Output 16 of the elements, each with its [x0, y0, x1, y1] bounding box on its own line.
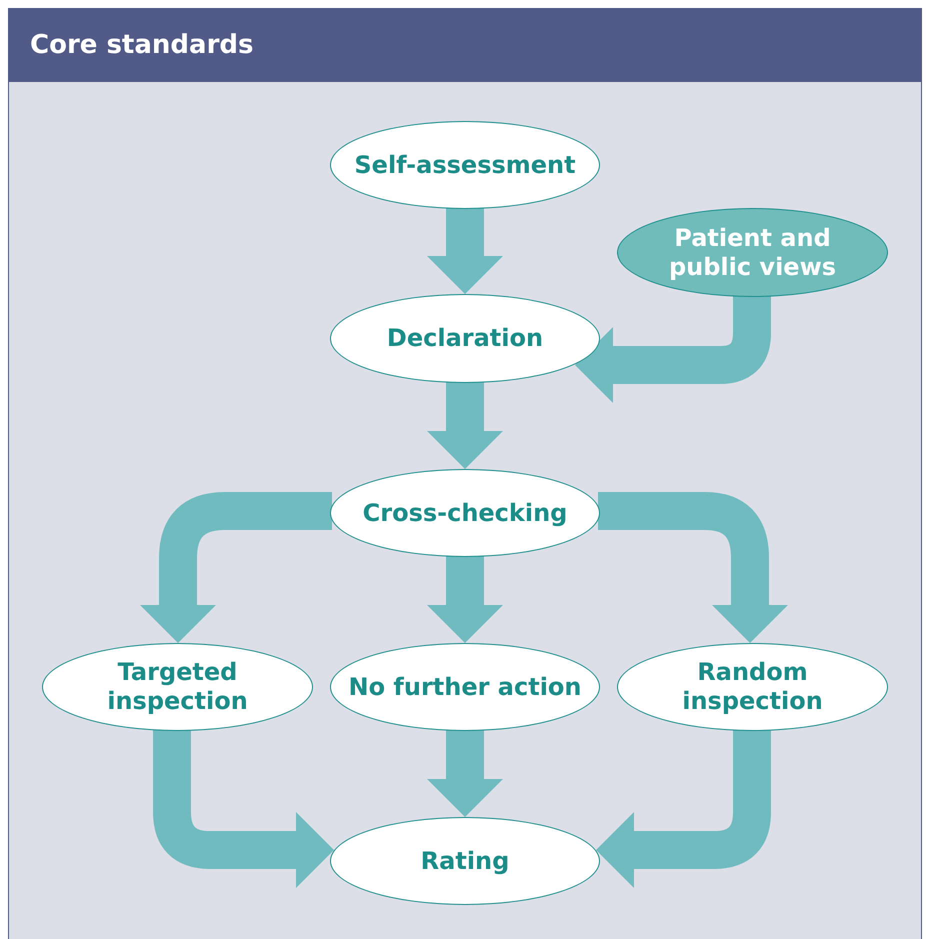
block-arrow [427, 208, 503, 294]
block-arrow [427, 382, 503, 469]
block-arrow [575, 296, 771, 403]
block-arrow [140, 492, 332, 643]
block-arrow [427, 730, 503, 817]
node-label: No further action [347, 672, 582, 702]
node-label: Declaration [386, 324, 544, 353]
title: Core standards [30, 30, 254, 60]
node-label: Self-assessment [353, 150, 577, 180]
block-arrow [598, 492, 788, 643]
node-label: Cross-checking [362, 498, 568, 528]
node-label: Random inspection [681, 658, 824, 716]
node-label: Patient and public views [668, 224, 838, 282]
node-label: Rating [420, 846, 510, 876]
node-label: Targeted inspection [106, 658, 249, 716]
block-arrow [427, 556, 503, 643]
